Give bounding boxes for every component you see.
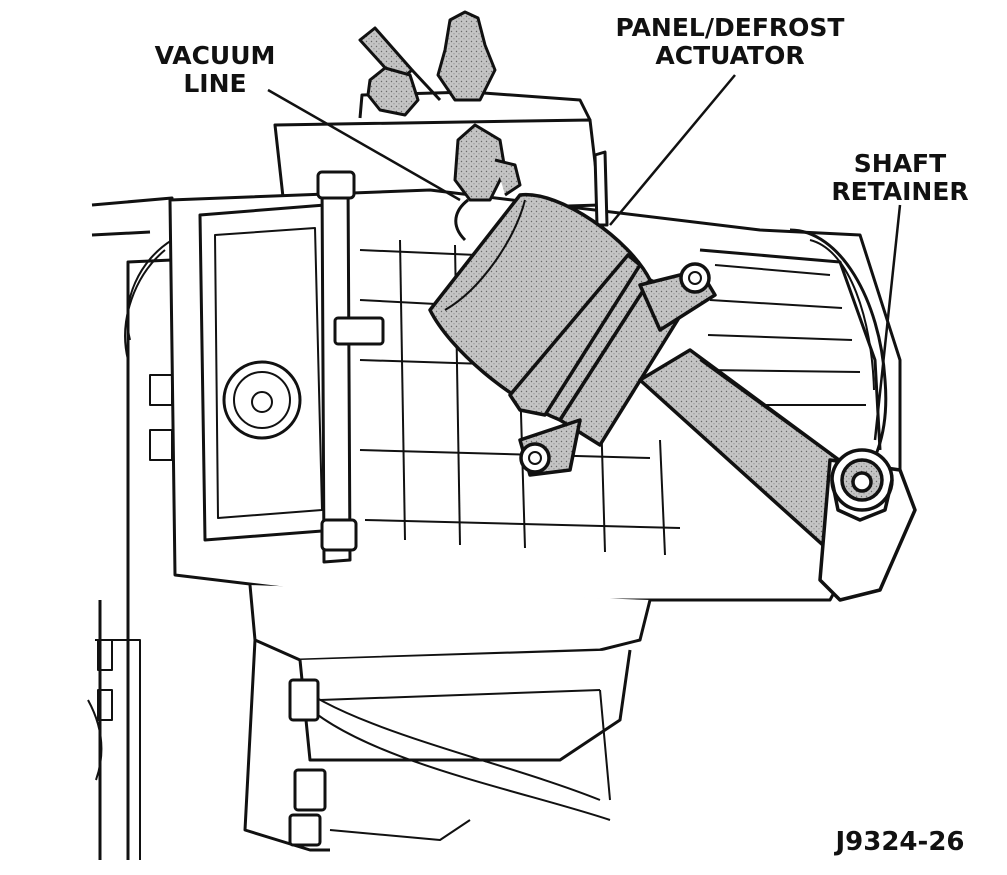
vacuum-fittings bbox=[358, 10, 609, 242]
label-panel-defrost-2: ACTUATOR bbox=[655, 41, 805, 70]
label-shaft-retainer: SHAFT RETAINER bbox=[820, 150, 980, 206]
label-shaft-retainer-1: SHAFT bbox=[853, 149, 947, 178]
label-shaft-retainer-2: RETAINER bbox=[831, 177, 969, 206]
label-panel-defrost-1: PANEL/DEFROST bbox=[615, 13, 845, 42]
leader-vacuum-line bbox=[267, 88, 461, 202]
leader-shaft-retainer bbox=[873, 204, 902, 441]
label-panel-defrost-actuator: PANEL/DEFROST ACTUATOR bbox=[600, 14, 860, 70]
label-vacuum-line: VACUUM LINE bbox=[140, 42, 290, 98]
label-vacuum-line-2: LINE bbox=[183, 69, 247, 98]
figure-id: J9324-26 bbox=[835, 827, 965, 857]
label-vacuum-line-1: VACUUM bbox=[154, 41, 276, 70]
actuator-body bbox=[428, 192, 917, 602]
leader-lines bbox=[267, 74, 902, 441]
leader-panel-actuator bbox=[609, 74, 736, 226]
